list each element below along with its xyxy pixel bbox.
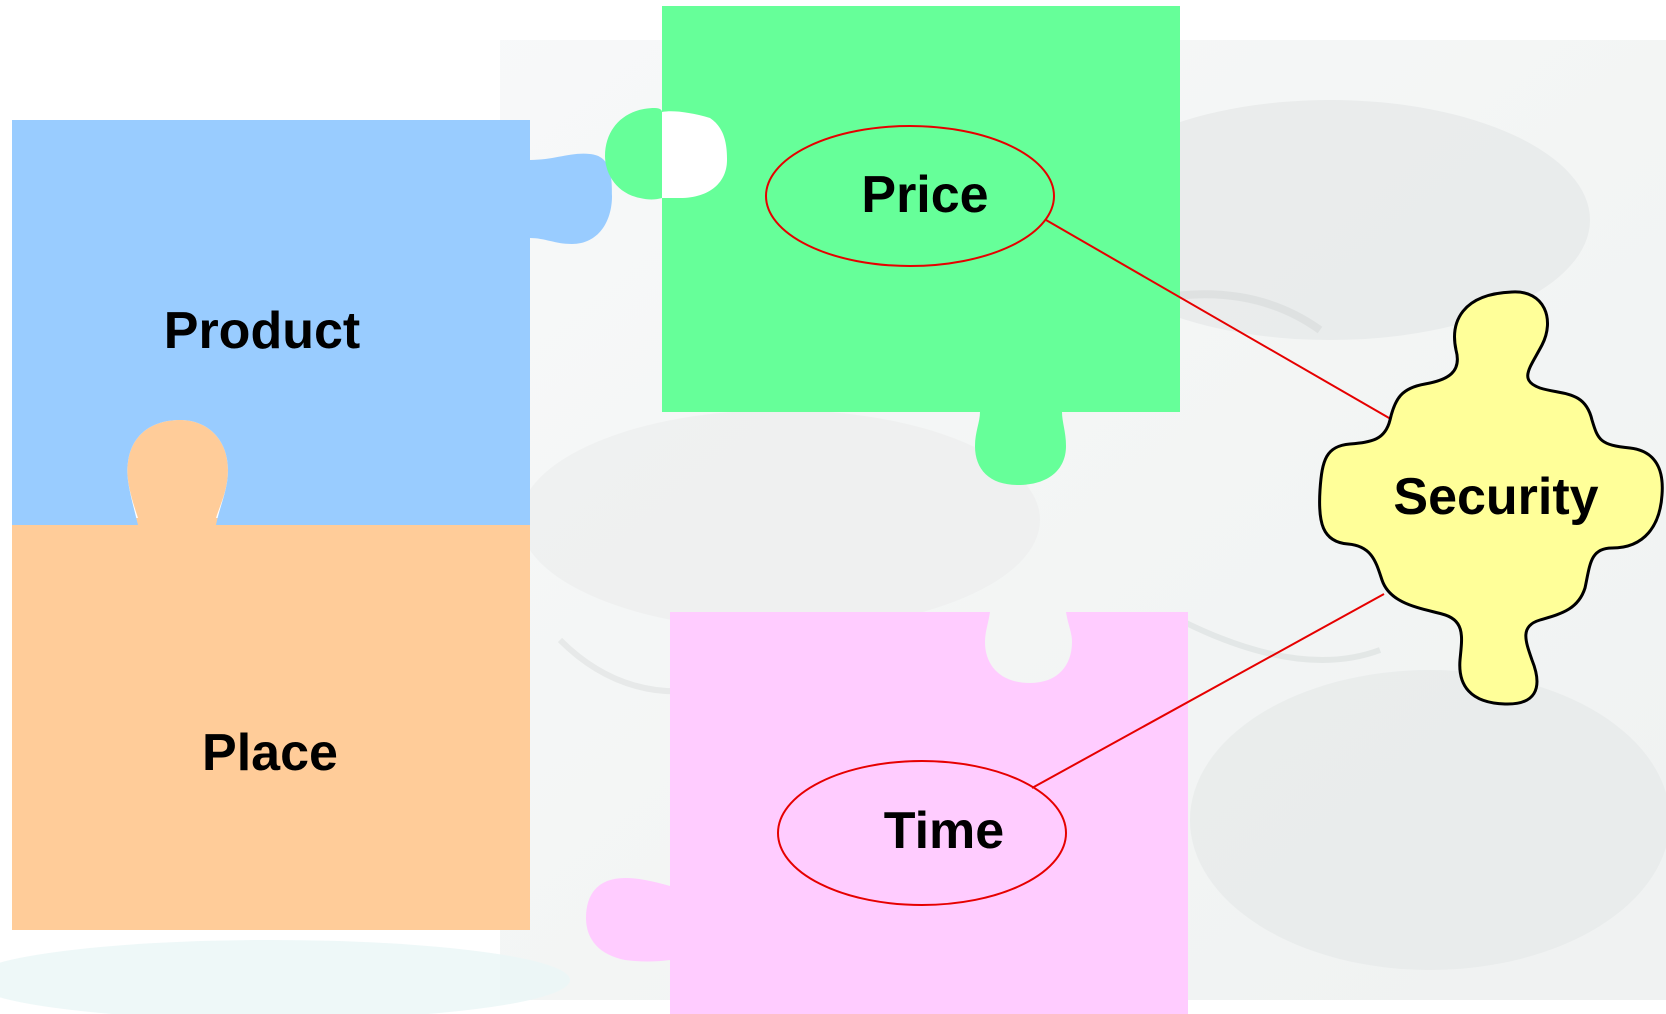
place-piece: Place	[12, 420, 530, 930]
place-label: Place	[202, 724, 338, 782]
time-shape	[586, 612, 1188, 1014]
price-notch	[662, 111, 727, 198]
price-piece: Price	[605, 6, 1180, 485]
connectors	[1031, 219, 1397, 789]
product-piece: Product	[12, 120, 612, 525]
time-label: Time	[884, 802, 1004, 860]
product-label: Product	[164, 302, 360, 360]
security-label: Security	[1393, 468, 1598, 526]
security-piece: Security	[1318, 290, 1664, 706]
time-ellipse	[777, 760, 1067, 906]
place-shape	[12, 420, 530, 930]
product-shape	[12, 120, 612, 525]
price-security-connector	[1045, 219, 1397, 423]
price-label: Price	[861, 166, 988, 224]
price-ellipse	[765, 125, 1055, 267]
security-shape	[1318, 290, 1664, 706]
time-piece: Time	[586, 612, 1188, 1014]
time-security-connector	[1031, 593, 1385, 789]
price-shape	[605, 6, 1180, 485]
